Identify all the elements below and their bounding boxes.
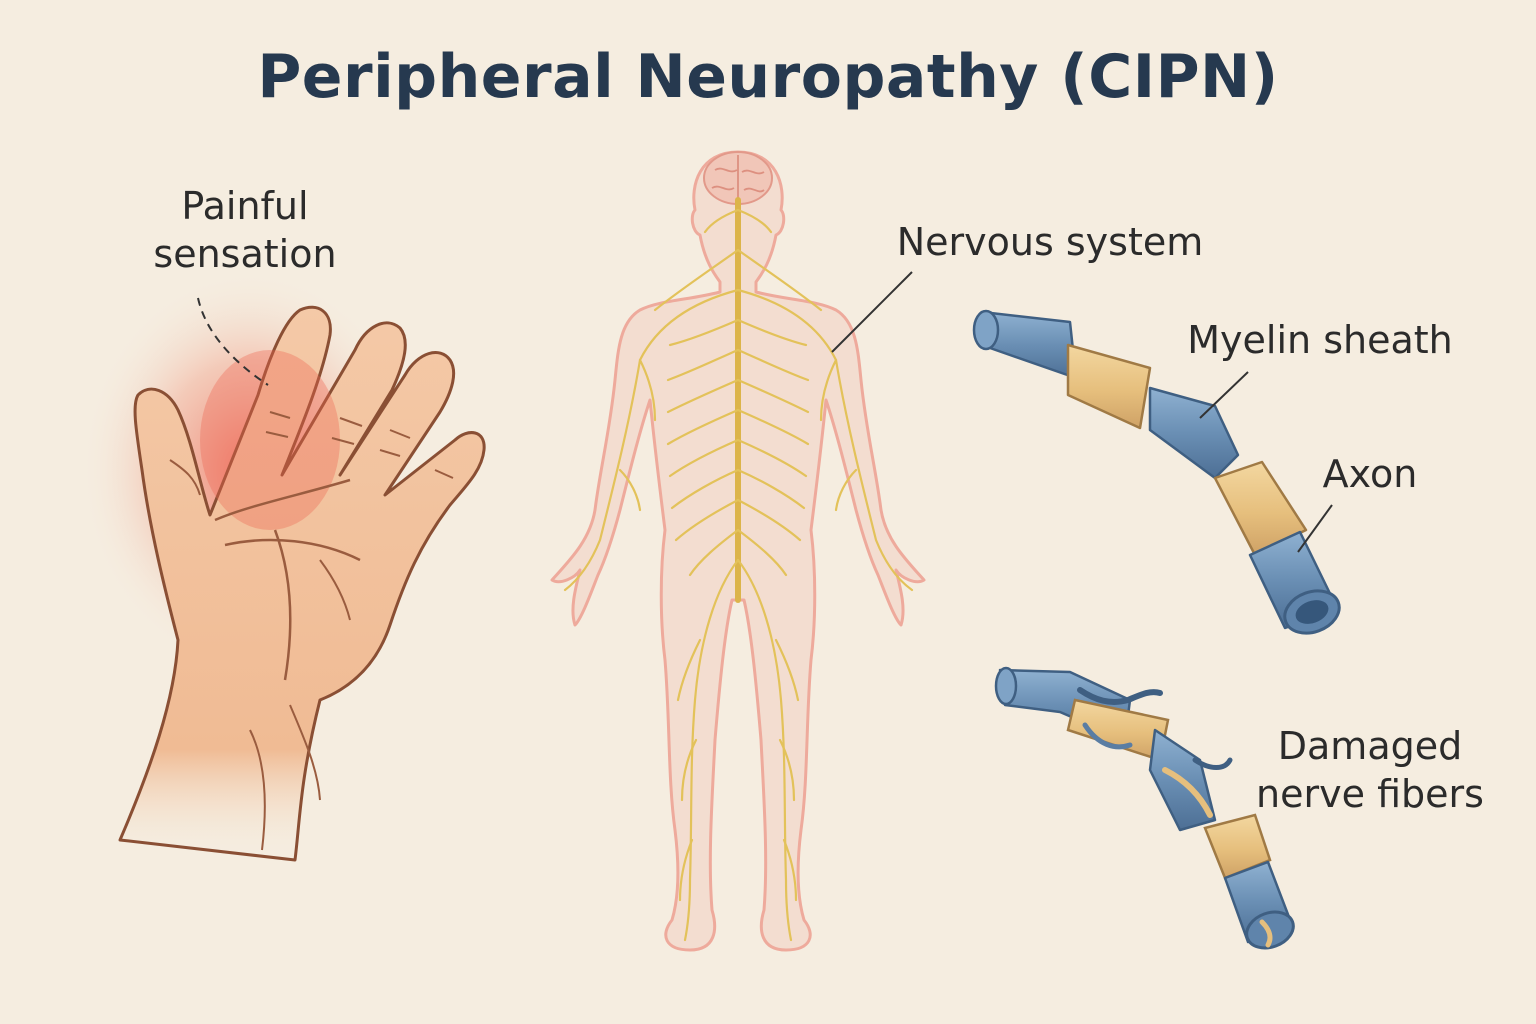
axon-end xyxy=(994,666,1018,706)
label-damaged-nerve-fibers: Damaged nerve fibers xyxy=(1240,722,1500,818)
label-line: Damaged xyxy=(1277,724,1463,768)
wrist-line xyxy=(289,704,321,801)
label-axon: Axon xyxy=(1322,452,1418,496)
finger-crease xyxy=(265,411,291,438)
axon-end xyxy=(972,309,1000,351)
finger-crease xyxy=(331,417,363,445)
finger-crease xyxy=(434,469,454,479)
label-line: Painful xyxy=(181,184,309,228)
myelin-leader-line xyxy=(1199,371,1249,419)
body-illustration xyxy=(550,150,926,952)
palm-crease xyxy=(224,538,361,562)
axon-leader-line xyxy=(1297,504,1333,553)
frayed-sheath xyxy=(1082,722,1133,750)
axon-segment xyxy=(1148,386,1240,480)
thumb-crease xyxy=(169,459,201,496)
exposed-axon xyxy=(1259,919,1273,948)
exposed-axon xyxy=(1162,767,1213,818)
label-nervous-system: Nervous system xyxy=(896,220,1204,264)
label-painful-sensation: Painful sensation xyxy=(120,182,370,278)
palm-crease xyxy=(214,478,351,522)
nervous-system-leader-line xyxy=(831,271,913,353)
diagram-title: Peripheral Neuropathy (CIPN) xyxy=(257,42,1279,112)
frayed-sheath xyxy=(1192,757,1233,770)
label-line: sensation xyxy=(153,232,337,276)
peripheral-nerves xyxy=(563,208,914,942)
healthy-nerve-fiber xyxy=(972,309,1341,635)
hand-illustration xyxy=(80,270,486,862)
pain-hotspot xyxy=(200,350,340,530)
damaged-nerve-fiber xyxy=(994,666,1295,950)
frayed-sheath xyxy=(1077,687,1163,705)
myelin-segment xyxy=(1213,460,1308,557)
palm-crease xyxy=(319,559,351,621)
palm-crease xyxy=(273,529,292,681)
myelin-segment-damaged xyxy=(1203,813,1272,880)
axon-core xyxy=(1295,600,1329,624)
label-myelin-sheath: Myelin sheath xyxy=(1187,318,1453,362)
pain-leader-line xyxy=(197,297,269,386)
wrist-line xyxy=(249,729,266,851)
myelin-segment xyxy=(1066,343,1152,430)
finger-crease xyxy=(379,429,411,457)
hand-outline xyxy=(118,305,486,862)
label-line: nerve fibers xyxy=(1256,772,1484,816)
brain-folds xyxy=(711,155,765,200)
